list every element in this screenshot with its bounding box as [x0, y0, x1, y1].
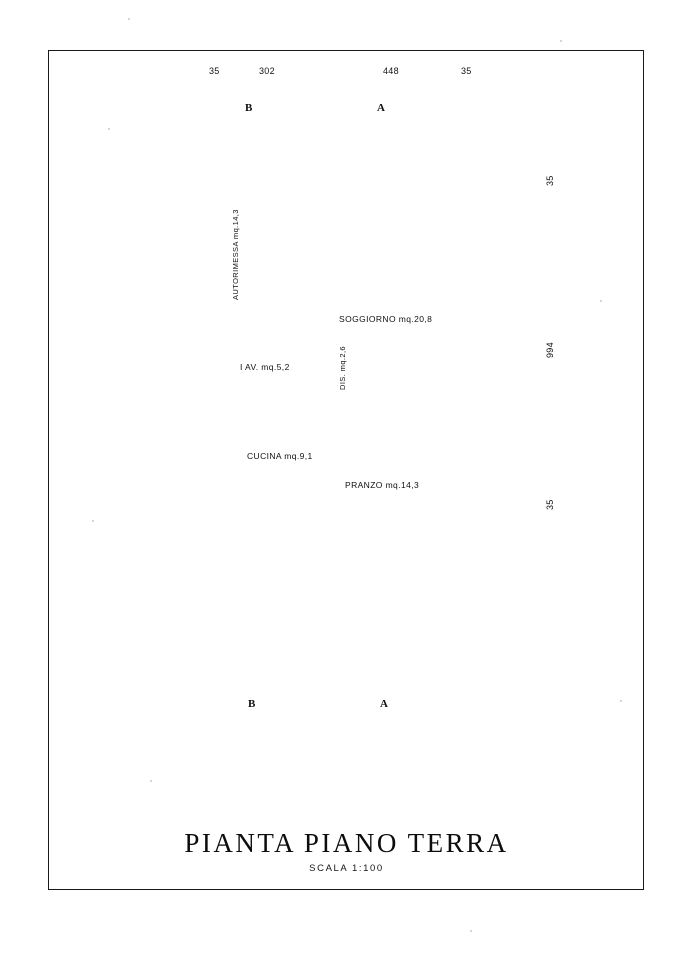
dimension-right-3: 35: [545, 499, 555, 510]
room-label-living: SOGGIORNO mq.20,8: [339, 314, 433, 324]
scan-speck: [620, 700, 622, 702]
section-marker-b-top: B: [245, 102, 253, 114]
room-label-garage: AUTORIMESSA mq.14,3: [231, 209, 240, 300]
room-label-bathroom: I AV. mq.5,2: [240, 362, 290, 372]
scan-speck: [108, 128, 110, 130]
dimension-right-2: 994: [545, 342, 555, 358]
room-label-kitchen: CUCINA mq.9,1: [247, 451, 313, 461]
scan-speck: [92, 520, 94, 522]
dimension-top-1: 35: [209, 66, 220, 76]
room-label-dining: PRANZO mq.14,3: [345, 480, 420, 490]
dimension-top-2: 302: [259, 66, 275, 76]
scan-speck: [128, 18, 130, 20]
dimension-right-1: 35: [545, 175, 555, 186]
scan-speck: [600, 300, 602, 302]
scan-speck: [470, 930, 472, 932]
scan-speck: [150, 780, 152, 782]
section-marker-a-top: A: [377, 102, 385, 114]
dimension-top-3: 448: [383, 66, 399, 76]
page-title: PIANTA PIANO TERRA: [184, 828, 509, 858]
section-marker-a-bottom: A: [380, 698, 388, 710]
section-marker-b-bottom: B: [248, 698, 256, 710]
dimension-top-4: 35: [461, 66, 472, 76]
page-subtitle: SCALA 1:100: [309, 863, 384, 874]
drawing-frame: [48, 50, 644, 890]
scan-speck: [560, 40, 562, 42]
room-label-hall: DIS. mq.2,6: [338, 346, 347, 390]
